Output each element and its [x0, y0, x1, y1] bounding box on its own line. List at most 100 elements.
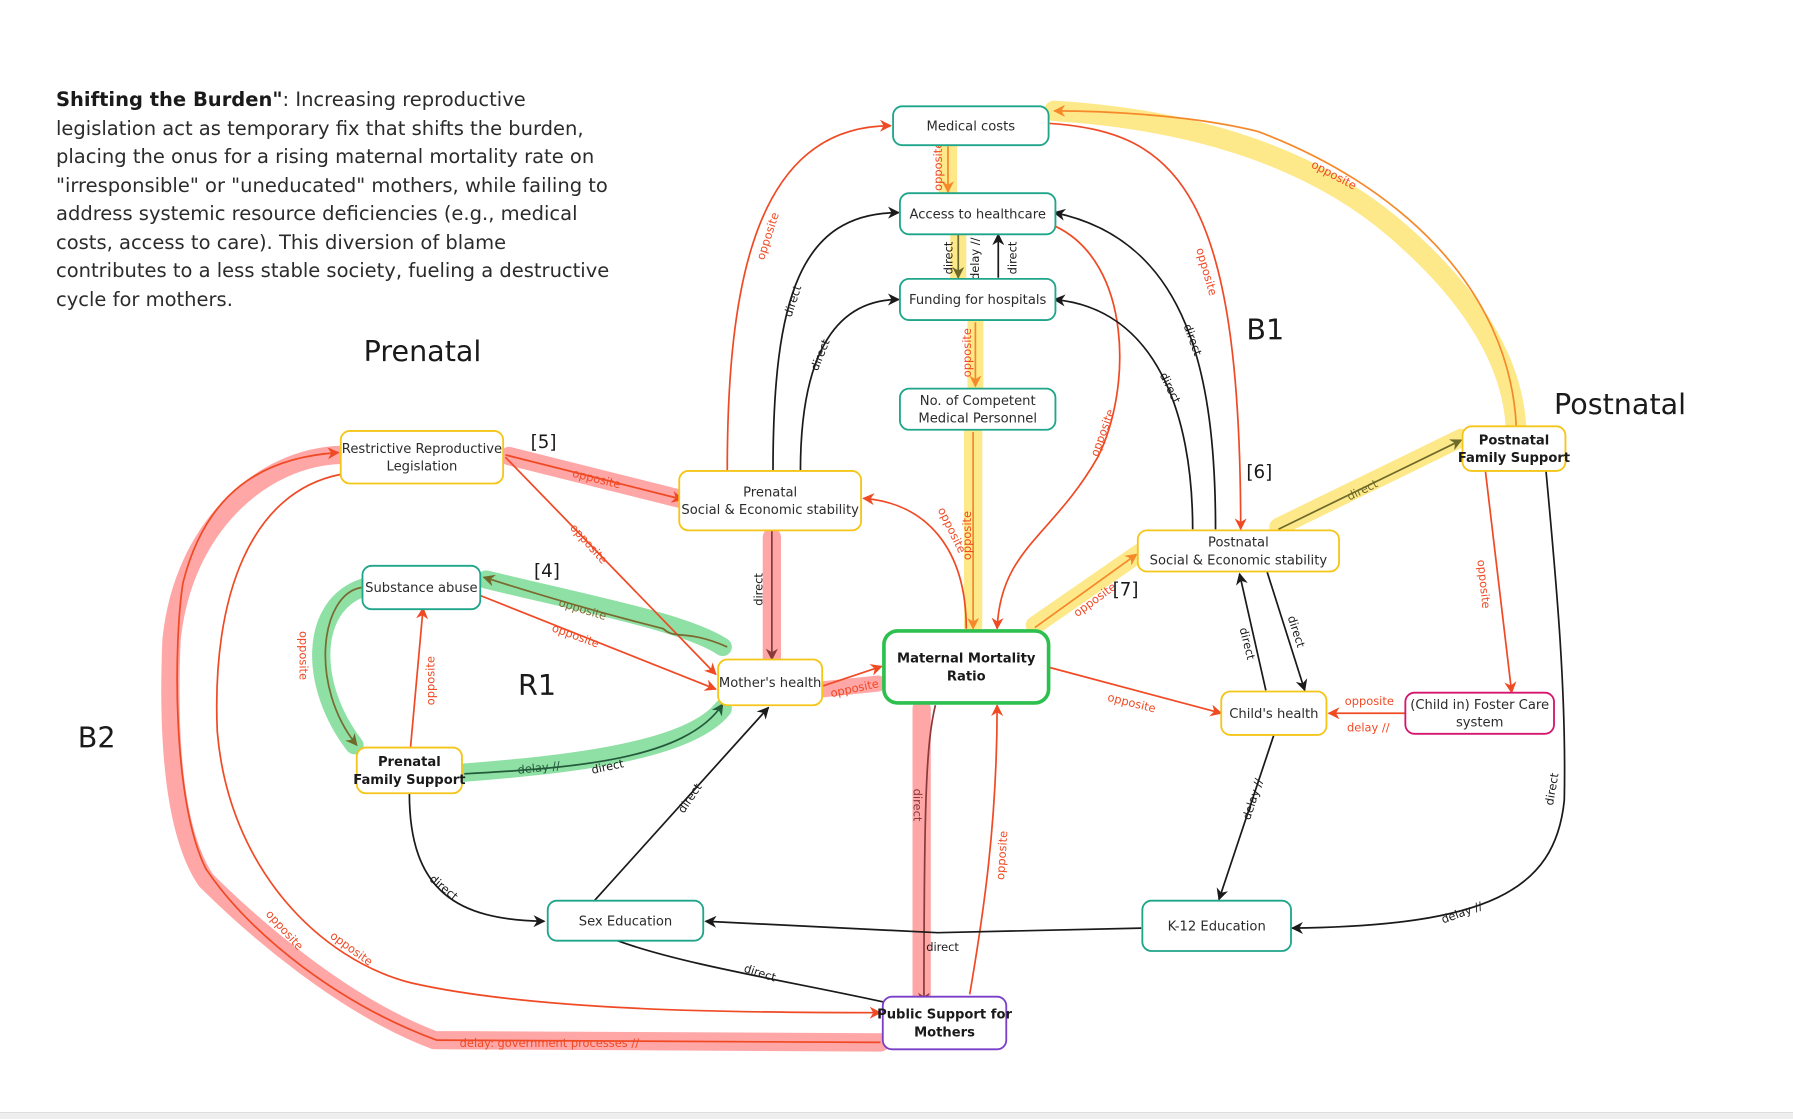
node-label: Access to healthcare — [909, 207, 1045, 222]
label-opposite: opposite — [993, 830, 1010, 880]
node-label: Mothers — [914, 1025, 975, 1040]
node-label: Maternal Mortality — [897, 652, 1036, 667]
ref-label-5: [5] — [531, 432, 557, 453]
node-label: Postnatal — [1479, 433, 1550, 448]
edge-postfamily-to-foster — [1484, 470, 1517, 694]
node-foster-care[interactable]: (Child in) Foster Care system — [1404, 691, 1555, 735]
highlight-green-r1 — [476, 570, 732, 657]
edge-mmr-to-prenatal — [862, 493, 968, 629]
label-direct: direct — [1006, 241, 1020, 274]
highlight-green-substance-pfs — [312, 578, 373, 755]
node-label: Postnatal — [1208, 536, 1269, 551]
node-k12-education[interactable]: K-12 Education — [1141, 899, 1292, 952]
edge-legis-to-prenatal — [505, 454, 684, 503]
node-label: Prenatal — [743, 485, 797, 500]
node-medical-costs[interactable]: Medical costs — [892, 105, 1050, 147]
node-box[interactable] — [881, 995, 1008, 1051]
node-box[interactable] — [1136, 529, 1340, 573]
node-label: Legislation — [387, 460, 458, 475]
label-direct: direct — [926, 940, 959, 954]
edge-prenatal-to-funding — [799, 293, 900, 471]
edge-child-to-k12 — [1216, 734, 1275, 901]
label-direct: direct — [675, 780, 705, 815]
node-label: Medical Personnel — [918, 412, 1037, 427]
canvas-bottom-bar — [0, 1112, 1793, 1119]
node-label: Mother's health — [719, 676, 821, 691]
node-substance-abuse[interactable]: Substance abuse — [361, 564, 482, 611]
node-box[interactable] — [361, 564, 482, 611]
edge-postfamily-to-k12 — [1290, 470, 1566, 934]
loop-label-b2: B2 — [78, 721, 116, 755]
label-opposite: opposite — [297, 631, 311, 680]
label-opposite: opposite — [960, 511, 974, 560]
node-box[interactable] — [899, 387, 1057, 431]
highlight-red-b2 — [161, 445, 890, 1052]
node-box[interactable] — [678, 470, 862, 532]
edge-legis-to-mother — [504, 456, 717, 676]
edge-pfs-to-mother — [464, 703, 724, 775]
node-box[interactable] — [1461, 425, 1567, 472]
loop-description: Shifting the Burden": Increasing reprodu… — [56, 86, 616, 314]
edge-mmr-to-postnatal — [1034, 553, 1138, 629]
node-box[interactable] — [1220, 690, 1328, 736]
node-mothers-health[interactable]: Mother's health — [717, 658, 824, 707]
edge-prenatal-to-access — [772, 206, 900, 471]
edge-substance-to-mother — [479, 594, 717, 691]
node-box[interactable] — [546, 899, 705, 942]
node-label: (Child in) Foster Care — [1410, 698, 1549, 713]
label-opposite: opposite — [931, 142, 945, 191]
label-direct: direct — [781, 283, 805, 319]
region-label-postnatal: Postnatal — [1554, 387, 1686, 421]
node-label: system — [1456, 716, 1503, 731]
node-box[interactable] — [717, 658, 824, 707]
label-opposite: opposite — [753, 211, 781, 262]
highlight-yellow-postnatal-family — [1269, 428, 1471, 537]
edge-mother-to-substance — [482, 574, 728, 648]
node-label: Family Support — [1458, 451, 1570, 466]
node-box[interactable] — [882, 629, 1051, 705]
node-box[interactable] — [892, 105, 1050, 147]
node-box[interactable] — [899, 277, 1057, 321]
label-direct: direct — [752, 573, 766, 606]
edge-postnatal-to-access — [1053, 208, 1217, 530]
node-funding-hospitals[interactable]: Funding for hospitals — [899, 277, 1057, 321]
ref-label-4: [4] — [534, 561, 560, 582]
label-direct: direct — [1157, 370, 1184, 406]
label-direct: direct — [427, 872, 461, 904]
node-box[interactable] — [355, 746, 463, 795]
node-access-healthcare[interactable]: Access to healthcare — [899, 192, 1057, 236]
node-box[interactable] — [1141, 899, 1292, 952]
label-opposite: opposite — [1474, 559, 1493, 609]
node-label: Family Support — [353, 773, 465, 788]
label-direct: direct — [1285, 614, 1309, 650]
label-delay-gov: delay: government processes // — [460, 1036, 640, 1050]
node-box[interactable] — [899, 192, 1057, 236]
edge-k12-to-sexed — [704, 915, 1142, 934]
ref-label-6: [6] — [1246, 462, 1272, 483]
node-box[interactable] — [339, 429, 505, 485]
node-label: Social & Economic stability — [1150, 553, 1328, 568]
edge-pfs-to-substance — [409, 606, 429, 748]
node-sex-education[interactable]: Sex Education — [546, 899, 705, 942]
edge-mmr-to-child — [1049, 666, 1223, 717]
ref-label-7: [7] — [1113, 580, 1139, 601]
label-delay: delay // — [1347, 721, 1390, 735]
node-childs-health[interactable]: Child's health — [1220, 690, 1328, 736]
node-box[interactable] — [1404, 691, 1555, 735]
node-label: Public Support for — [877, 1008, 1012, 1023]
highlight-red-mother-mmr — [815, 675, 887, 698]
label-delay: delay // — [517, 758, 561, 776]
label-direct: direct — [590, 756, 625, 777]
region-label-prenatal: Prenatal — [364, 334, 482, 368]
edge-public-to-mmr — [968, 704, 1004, 995]
node-label: K-12 Education — [1168, 919, 1266, 934]
